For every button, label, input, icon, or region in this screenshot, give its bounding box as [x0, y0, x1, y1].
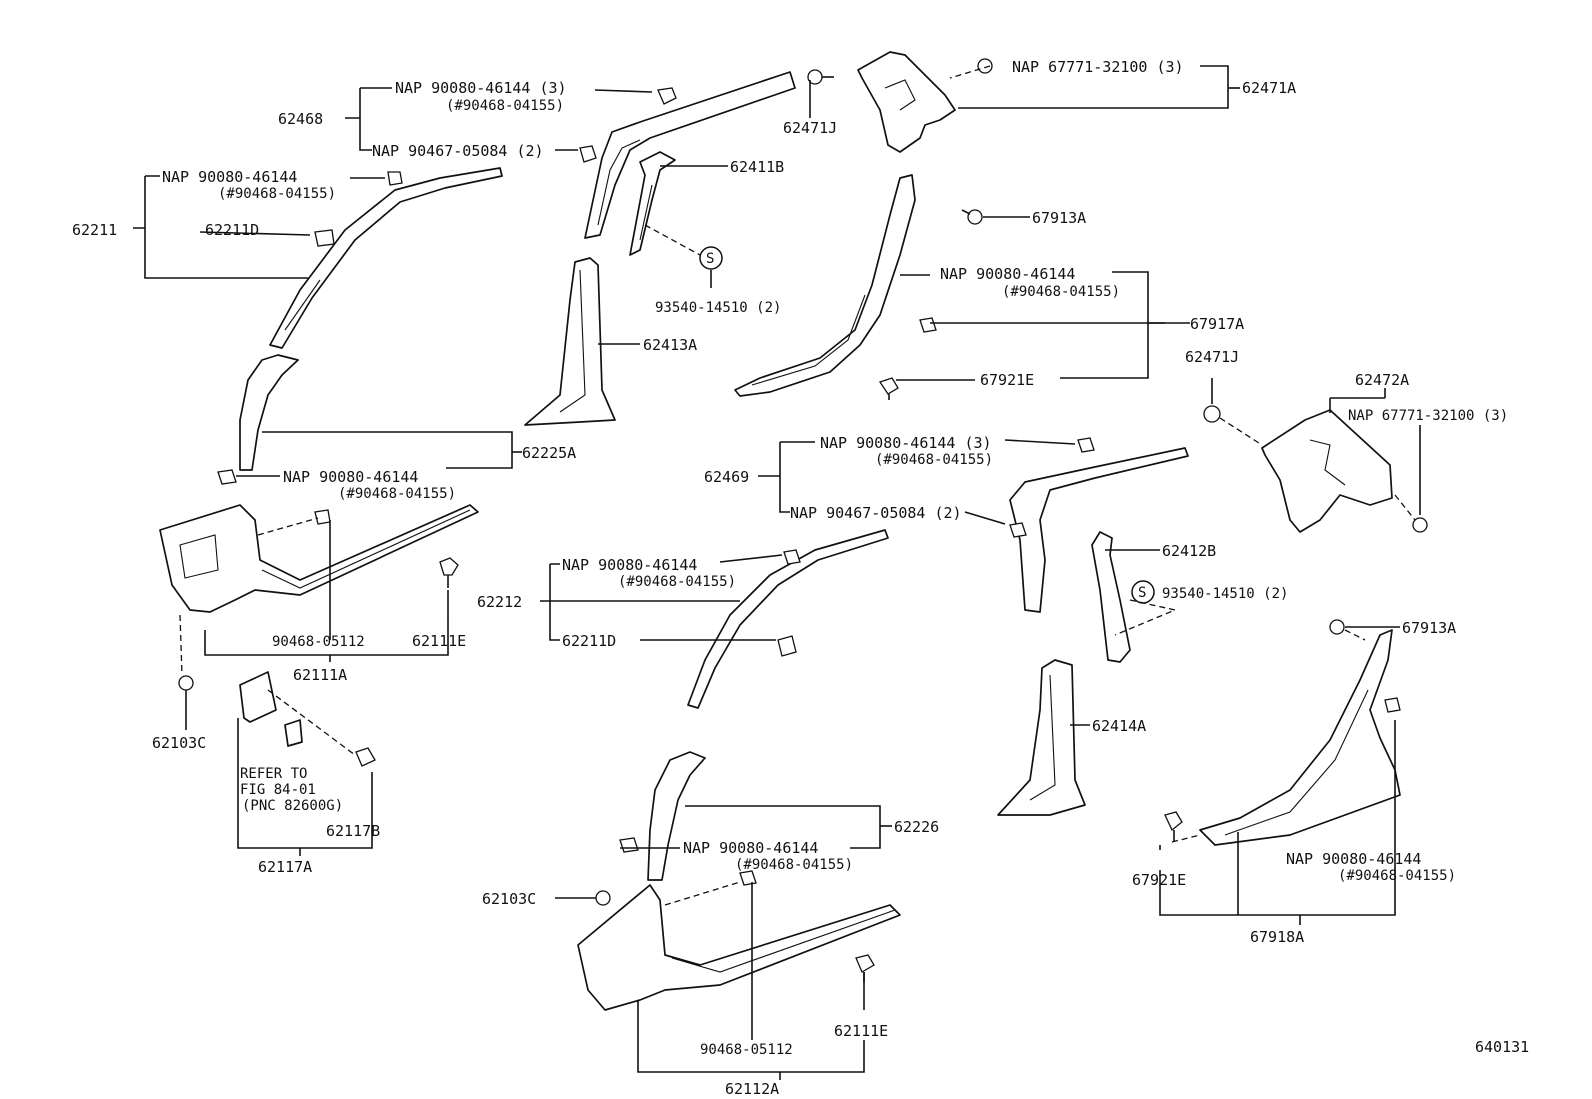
part-62225A-pillar-lower-left	[239, 354, 299, 471]
label-nap-90080-46144-d: NAP 90080-46144	[562, 556, 697, 574]
label-ref-c: (#90468-04155)	[338, 486, 456, 502]
label-nap-90467-05084-b: NAP 90467-05084 (2)	[790, 504, 962, 522]
label-67921E-top: 67921E	[980, 371, 1034, 389]
label-62225A: 62225A	[522, 444, 576, 462]
diagram-id: 640131	[1475, 1038, 1529, 1056]
part-62412B-bracket-right	[1091, 531, 1131, 663]
label-62411B: 62411B	[730, 158, 784, 176]
label-90468-05112-left: 90468-05112	[272, 634, 365, 650]
part-62413A-center-pillar-garnish	[524, 257, 616, 426]
label-62211D-top: 62211D	[205, 221, 259, 239]
label-ref-d: (#90468-04155)	[875, 452, 993, 468]
label-ref-f: (#90468-04155)	[735, 857, 853, 873]
part-62472A-rear-quarter-trim-right	[1261, 409, 1393, 533]
label-93540-14510-right: 93540-14510 (2)	[1162, 586, 1288, 602]
s-symbol-right: S	[1138, 585, 1146, 601]
label-ref-g: (#90468-04155)	[1338, 868, 1456, 884]
part-62226-pillar-lower-mid	[647, 751, 706, 881]
label-62472A: 62472A	[1355, 371, 1409, 389]
part-62212-front-pillar-garnish-right	[687, 529, 889, 709]
grommet-icon	[355, 377, 1183, 982]
label-90468-05112-bottom: 90468-05112	[700, 1042, 793, 1058]
part-62111A-scuff-plate-left	[159, 504, 479, 613]
label-nap-90080-46144-b: NAP 90080-46144	[940, 265, 1075, 283]
label-ref-b: (#90468-04155)	[1002, 284, 1120, 300]
label-67917A: 67917A	[1190, 315, 1244, 333]
label-ref-e: (#90468-04155)	[618, 574, 736, 590]
label-nap-90080-46144-f: NAP 90080-46144	[1286, 850, 1421, 868]
label-nap-90467-05084: NAP 90467-05084 (2)	[372, 142, 544, 160]
label-62469: 62469	[704, 468, 749, 486]
label-62471A: 62471A	[1242, 79, 1296, 97]
part-62414A-pillar-garnish-right-lower	[997, 659, 1086, 816]
part-62471A-rear-quarter-trim-left	[857, 51, 956, 153]
leader-lines	[133, 65, 1421, 1080]
label-nap-90080-46144-3-b: NAP 90080-46144 (3)	[820, 434, 992, 452]
label-62111E-left: 62111E	[412, 632, 466, 650]
part-62411B-bracket	[629, 151, 676, 256]
s-symbol-top: S	[706, 251, 714, 267]
label-ref-90468-04155: (#90468-04155)	[446, 98, 564, 114]
label-refer-to: REFER TO	[240, 766, 307, 782]
label-ref-a: (#90468-04155)	[218, 186, 336, 202]
label-67913A-right: 67913A	[1402, 619, 1456, 637]
label-62471J-top: 62471J	[783, 119, 837, 137]
label-nap-67771-32100-right: NAP 67771-32100 (3)	[1348, 408, 1508, 424]
label-67921E-right: 67921E	[1132, 871, 1186, 889]
label-62211D-mid: 62211D	[562, 632, 616, 650]
label-62103C-bottom: 62103C	[482, 890, 536, 908]
label-62471J-right: 62471J	[1185, 348, 1239, 366]
part-labels: 62468 NAP 90080-46144 (3) (#90468-04155)…	[72, 58, 1529, 1098]
label-62468: 62468	[278, 110, 323, 128]
label-nap-90080-46144-c: NAP 90080-46144	[283, 468, 418, 486]
label-62414A: 62414A	[1092, 717, 1146, 735]
part-67917A-center-pillar-lower	[734, 174, 916, 397]
label-62112A: 62112A	[725, 1080, 779, 1098]
part-62468-front-pillar-garnish	[584, 71, 796, 239]
label-pnc-82600g: (PNC 82600G)	[242, 798, 343, 814]
part-62469-pillar-garnish-right	[1009, 447, 1189, 613]
label-62413A: 62413A	[643, 336, 697, 354]
part-62112A-scuff-plate-bottom	[577, 884, 901, 1011]
label-nap-67771-32100: NAP 67771-32100 (3)	[1012, 58, 1184, 76]
s-symbol-icon: S S	[699, 246, 1155, 604]
label-62211: 62211	[72, 221, 117, 239]
label-62212: 62212	[477, 593, 522, 611]
label-nap-90080-46144-e: NAP 90080-46144	[683, 839, 818, 857]
part-62117A-cover	[239, 671, 303, 747]
label-62117B: 62117B	[326, 822, 380, 840]
part-67918A-scuff-plate-right	[1199, 629, 1401, 846]
label-nap-90080-46144-a: NAP 90080-46144	[162, 168, 297, 186]
label-nap-90080-46144-3: NAP 90080-46144 (3)	[395, 79, 567, 97]
label-62412B: 62412B	[1162, 542, 1216, 560]
label-62111A: 62111A	[293, 666, 347, 684]
label-62103C-left: 62103C	[152, 734, 206, 752]
label-fig-84-01: FIG 84-01	[240, 782, 316, 798]
part-62211-front-pillar-garnish-left	[269, 167, 503, 349]
label-67918A: 67918A	[1250, 928, 1304, 946]
label-93540-14510-top: 93540-14510 (2)	[655, 300, 781, 316]
label-62226: 62226	[894, 818, 939, 836]
label-62117A: 62117A	[258, 858, 312, 876]
label-62111E-bottom: 62111E	[834, 1022, 888, 1040]
label-67913A-top: 67913A	[1032, 209, 1086, 227]
